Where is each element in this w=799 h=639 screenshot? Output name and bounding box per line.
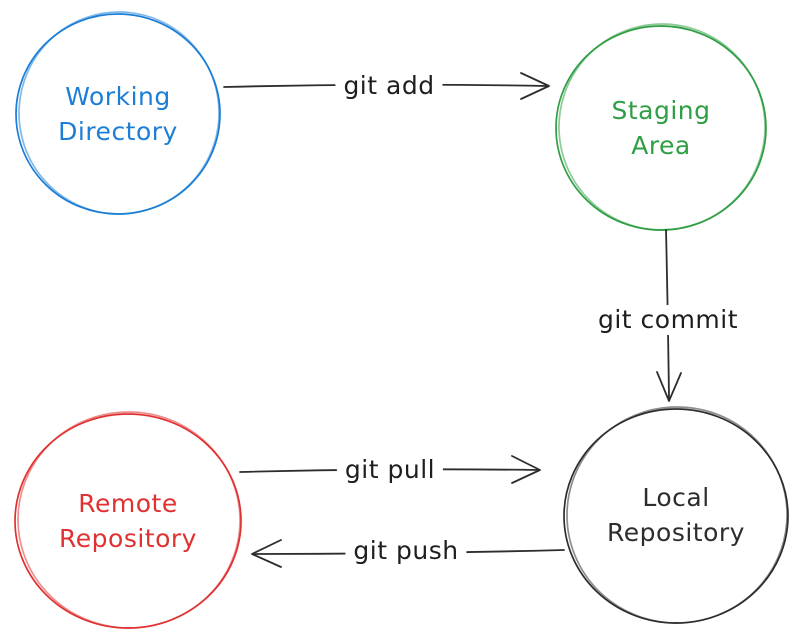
edge-label-git-push: git push	[345, 536, 467, 566]
node-label-local-repository: Local Repository	[607, 483, 745, 547]
node-circle-working-directory	[15, 11, 221, 215]
node-circle-staging-area	[555, 23, 767, 231]
edge-label-git-commit: git commit	[589, 305, 747, 335]
node-circle-local-repository	[563, 406, 789, 624]
node-label-remote-repository: Remote Repository	[59, 489, 197, 553]
edge-label-git-pull: git pull	[336, 455, 444, 485]
edge-label-git-add: git add	[335, 71, 443, 101]
node-circle-remote-repository	[14, 411, 242, 629]
node-label-working-directory: Working Directory	[58, 82, 178, 146]
node-label-staging-area: Staging Area	[611, 96, 711, 160]
